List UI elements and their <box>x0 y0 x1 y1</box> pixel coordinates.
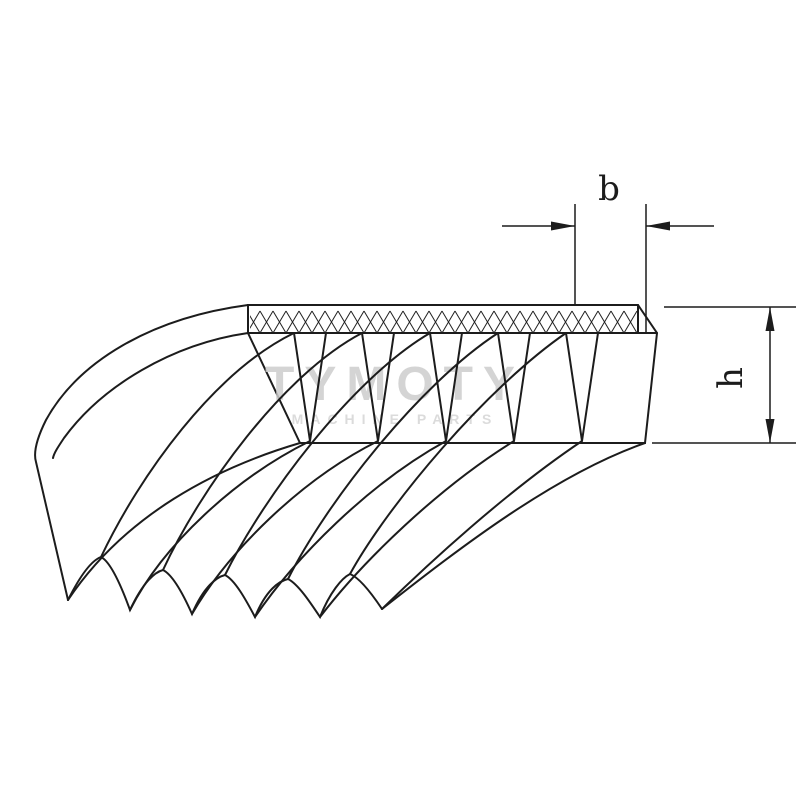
belt-rib-flank-0 <box>67 442 301 601</box>
dimension-h-arrowhead-top <box>765 307 775 331</box>
dimension-b-arrowhead-right <box>646 221 670 231</box>
dimension-b-label: b <box>598 169 620 209</box>
belt-top-band-border <box>247 304 658 334</box>
dimension-h-extension-lines <box>652 306 796 444</box>
belt-rib-flank-5 <box>381 440 583 610</box>
belt-rib-flank-4 <box>319 440 515 618</box>
belt-rib-flank-1 <box>129 440 311 611</box>
belt-rib-edge-1 <box>100 332 295 558</box>
belt-rib-edge-2 <box>162 332 363 571</box>
belt-rib-edge-4 <box>287 332 499 580</box>
belt-rib-edge-3 <box>224 332 431 576</box>
belt-rib-flank-3 <box>254 440 447 618</box>
dimension-h-arrowhead-bottom <box>765 419 775 443</box>
belt-rib-tips-zigzag <box>67 555 383 620</box>
belt-rib-edge-5 <box>349 332 567 575</box>
watermark-brand: TYMOTY <box>265 358 525 411</box>
belt-rib-flank-2 <box>191 440 379 615</box>
belt-rib-flank-6 <box>381 442 646 610</box>
belt-back-inner-edge <box>52 332 249 459</box>
dimension-h-label: h <box>711 367 751 389</box>
dimension-b-arrowhead-left <box>551 221 575 231</box>
watermark-tagline: MACHINE PARTS <box>292 411 499 427</box>
belt-back-outer-edge <box>34 304 249 601</box>
belt-top-band-hatch <box>250 306 637 332</box>
